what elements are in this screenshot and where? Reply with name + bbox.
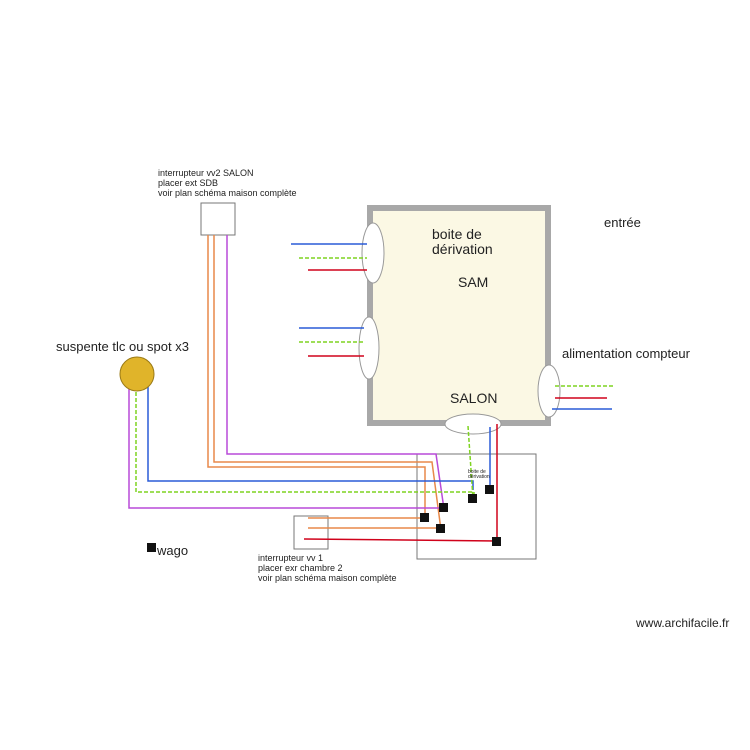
watermark: www.archifacile.fr: [636, 616, 730, 630]
switch-vv2-box: [200, 202, 236, 236]
wago-connector: [436, 524, 445, 533]
wire-red: [303, 538, 498, 542]
wire-blue: [147, 387, 474, 490]
switch-vv1-box: [293, 515, 329, 550]
pendant-light: [119, 356, 155, 392]
room-junction-box-line: boite de: [432, 226, 482, 242]
meter-supply-label: alimentation compteur: [562, 346, 690, 361]
room-junction-box-line: dérivation: [432, 241, 493, 257]
switch-vv2-line: placer ext SDB: [158, 178, 219, 188]
switch-vv1-label: interrupteur vv 1 placer exr chambre 2 v…: [258, 553, 397, 583]
room-outline: [367, 205, 551, 426]
wago-connector: [485, 485, 494, 494]
switch-vv2-label: interrupteur vv2 SALON placer ext SDB vo…: [158, 168, 297, 198]
wago-connector: [420, 513, 429, 522]
wago-connector: [492, 537, 501, 546]
pendant-label: suspente tlc ou spot x3: [56, 339, 189, 354]
wago-connector: [468, 494, 477, 503]
switch-vv2-line: interrupteur vv2 SALON: [158, 168, 254, 178]
switch-vv1-line: placer exr chambre 2: [258, 563, 343, 573]
wall-entry-left-bottom: [358, 316, 380, 380]
wago-legend-icon: [147, 543, 156, 552]
entrance-label: entrée: [604, 215, 641, 230]
room-sam-label: SAM: [458, 274, 489, 290]
junction-box-small: [416, 453, 537, 560]
room-junction-box-label: boite de dérivation: [432, 227, 493, 257]
wire-orange: [213, 235, 442, 531]
wago-legend-label: wago: [157, 543, 189, 558]
small-junction-box-label: boite de dérivation: [468, 470, 490, 480]
wire-orange: [207, 235, 426, 518]
switch-vv1-line: interrupteur vv 1: [258, 553, 324, 563]
switch-vv2-line: voir plan schéma maison complète: [158, 188, 297, 198]
room-salon-label: SALON: [450, 390, 498, 406]
wago-connector: [439, 503, 448, 512]
switch-vv1-line: voir plan schéma maison complète: [258, 573, 397, 583]
wall-entry-left-top: [361, 222, 385, 284]
small-junction-box-line: dérivation: [468, 474, 490, 480]
wire-green: [467, 425, 474, 500]
wall-entry-bottom: [444, 413, 502, 435]
wall-entry-right: [537, 364, 561, 418]
small-junction-box-line: boite de: [468, 469, 486, 475]
wire-purple: [128, 388, 444, 509]
